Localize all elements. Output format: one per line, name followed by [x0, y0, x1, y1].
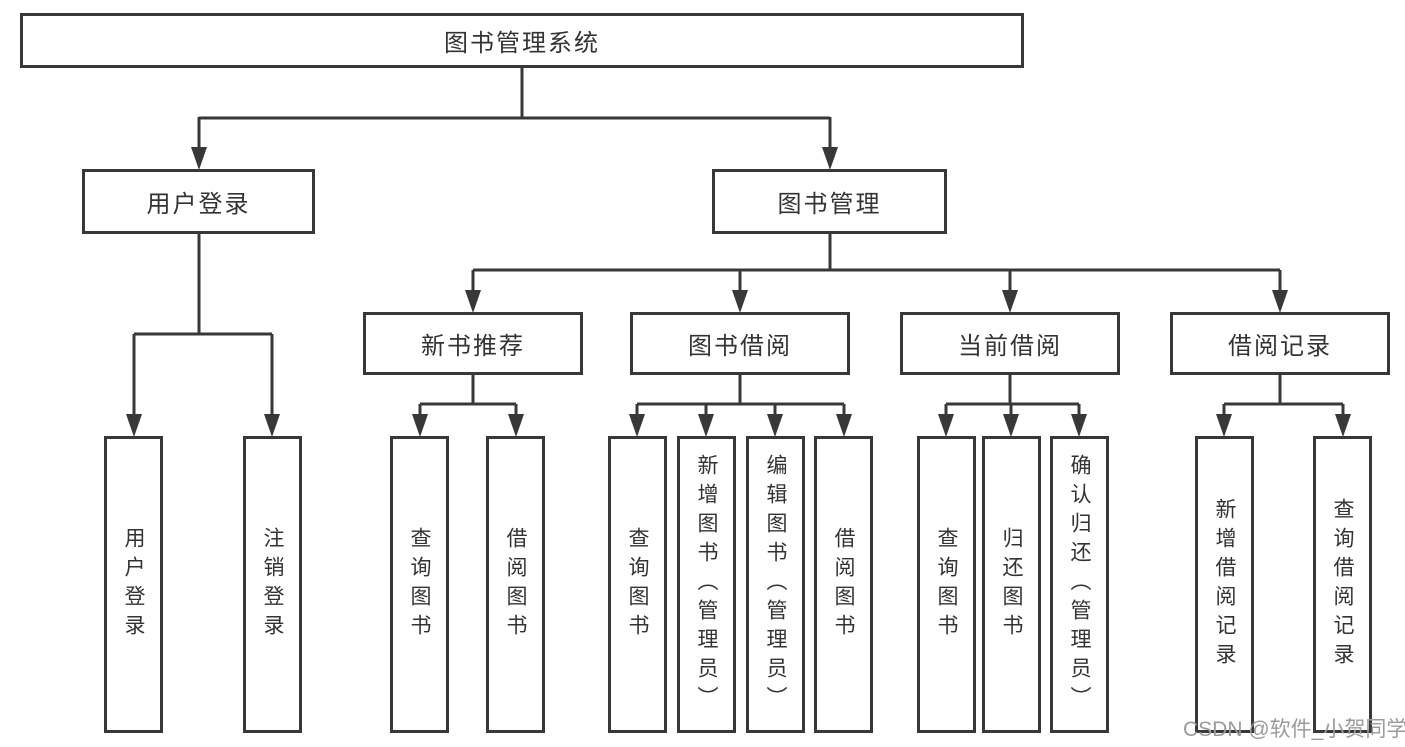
leaf-edit-books-admin: 编辑图书（管理员） — [746, 436, 805, 733]
leaf-query-books-borrowing: 查询图书 — [608, 436, 667, 733]
leaf-query-borrow-record: 查询借阅记录 — [1313, 436, 1372, 733]
node-book-management: 图书管理 — [712, 169, 947, 234]
leaf-user-login: 用户登录 — [104, 436, 163, 733]
leaf-add-borrow-record: 新增借阅记录 — [1195, 436, 1254, 733]
node-current-borrowing: 当前借阅 — [900, 312, 1120, 375]
node-new-book-recommend: 新书推荐 — [363, 312, 583, 375]
leaf-borrow-books-recommend: 借阅图书 — [486, 436, 545, 733]
leaf-confirm-return-admin: 确认归还（管理员） — [1050, 436, 1109, 733]
node-user-login: 用户登录 — [82, 169, 315, 234]
leaf-add-books-admin: 新增图书（管理员） — [677, 436, 736, 733]
leaf-borrow-books-borrowing: 借阅图书 — [814, 436, 873, 733]
leaf-return-books: 归还图书 — [982, 436, 1041, 733]
leaf-query-books-recommend: 查询图书 — [390, 436, 449, 733]
leaf-logout: 注销登录 — [243, 436, 302, 733]
leaf-query-books-current: 查询图书 — [917, 436, 976, 733]
arrowheads — [126, 147, 1351, 437]
node-library-management-system: 图书管理系统 — [20, 13, 1024, 68]
node-borrowing-records: 借阅记录 — [1170, 312, 1390, 375]
node-book-borrowing: 图书借阅 — [630, 312, 850, 375]
csdn-watermark: CSDN @软件_小贺同学 — [1183, 718, 1405, 741]
